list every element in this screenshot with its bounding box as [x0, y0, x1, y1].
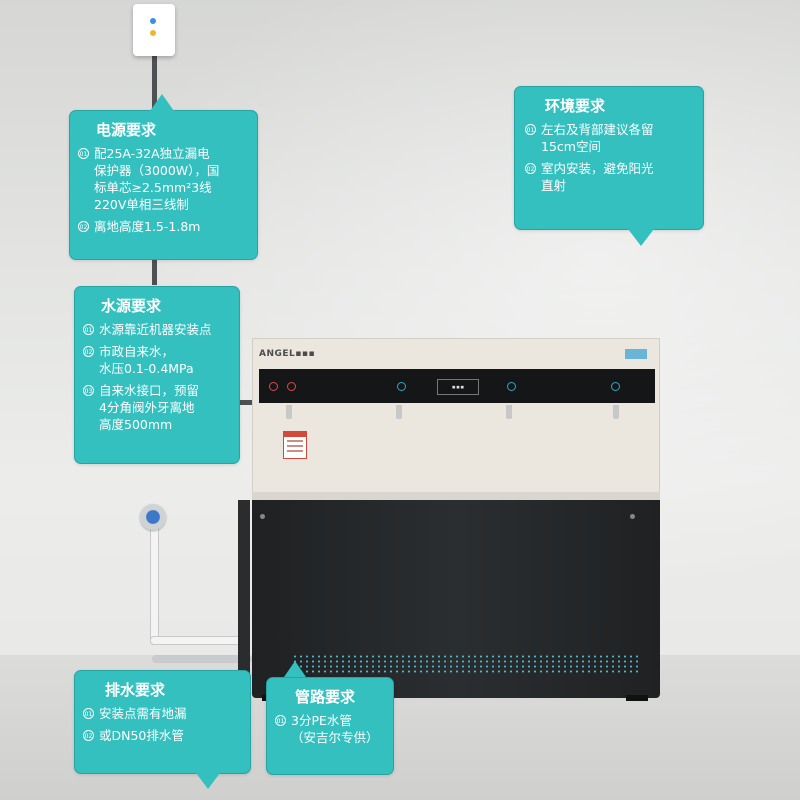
callout-title: 水源要求 — [101, 297, 162, 315]
drain-requirements-callout: 排水要求 01 安装点需有地漏 02 或DN50排水管 — [74, 670, 251, 774]
faucet — [286, 405, 292, 419]
control-panel: ▪▪▪ — [259, 369, 655, 403]
callout-item-text: 配25A-32A独立漏电 保护器（3000W），国 标单芯≥2.5mm²3线 2… — [94, 146, 220, 212]
hot-button[interactable] — [269, 382, 278, 391]
tap-button[interactable] — [611, 382, 620, 391]
callout-item-text: 水源靠近机器安装点 — [99, 322, 212, 337]
dispenser-body — [252, 500, 660, 698]
callout-item-text: 离地高度1.5-1.8m — [94, 219, 201, 234]
callout-item-text: 市政自来水， 水压0.1-0.4MPa — [99, 344, 194, 376]
callout-title: 管路要求 — [295, 688, 356, 706]
dispenser-top: ANGEL▪▪▪ ▪▪▪ — [252, 338, 660, 493]
callout-item: 02 或DN50排水管 — [83, 727, 244, 744]
dispenser-ledge — [252, 492, 660, 500]
environment-requirements-callout: 环境要求 01 左右及背部建议各留 15cm空间 02 室内安装，避免阳光 直射 — [514, 86, 704, 230]
callout-pointer — [196, 773, 220, 789]
angle-valve — [140, 504, 166, 530]
screw — [260, 514, 265, 519]
dispenser-foot — [626, 695, 648, 701]
model-badge — [625, 349, 647, 359]
callout-item: 01 3分PE水管 （安吉尔专供） — [275, 712, 387, 746]
callout-item: 02 离地高度1.5-1.8m — [78, 218, 251, 235]
callout-item-text: 室内安装，避免阳光 直射 — [541, 161, 654, 193]
water-pipe — [150, 525, 159, 645]
callout-pointer — [150, 94, 174, 111]
faucet — [613, 405, 619, 419]
callout-item: 01 左右及背部建议各留 15cm空间 — [525, 121, 697, 155]
lcd-display: ▪▪▪ — [437, 379, 479, 395]
callout-item: 01 配25A-32A独立漏电 保护器（3000W），国 标单芯≥2.5mm²3… — [78, 145, 251, 213]
tap-button[interactable] — [507, 382, 516, 391]
callout-title: 电源要求 — [96, 121, 157, 139]
bullet-icon: 02 — [83, 346, 94, 357]
vent-grille — [292, 654, 642, 674]
callout-item-text: 3分PE水管 （安吉尔专供） — [291, 713, 379, 745]
callout-title: 排水要求 — [105, 681, 166, 699]
callout-item: 03 自来水接口，预留 4分角阀外牙离地 高度500mm — [83, 382, 233, 433]
callout-item: 01 安装点需有地漏 — [83, 705, 244, 722]
callout-title: 环境要求 — [545, 97, 606, 115]
faucet — [396, 405, 402, 419]
hot-button[interactable] — [287, 382, 296, 391]
brand-logo: ANGEL▪▪▪ — [259, 349, 316, 359]
callout-pointer — [628, 229, 654, 246]
socket-blue-dot — [150, 18, 156, 24]
callout-item: 01 水源靠近机器安装点 — [83, 321, 233, 338]
callout-item: 02 室内安装，避免阳光 直射 — [525, 160, 697, 194]
water-pipe-horizontal — [150, 636, 250, 645]
water-requirements-callout: 水源要求 01 水源靠近机器安装点 02 市政自来水， 水压0.1-0.4MPa… — [74, 286, 240, 464]
callout-item-text: 或DN50排水管 — [99, 728, 184, 743]
drain-hose — [152, 655, 252, 663]
bullet-icon: 01 — [525, 124, 536, 135]
callout-pointer — [284, 661, 306, 677]
callout-item-text: 自来水接口，预留 4分角阀外牙离地 高度500mm — [99, 383, 200, 432]
power-cable-segment — [152, 255, 157, 285]
bullet-icon: 01 — [78, 148, 89, 159]
tap-button[interactable] — [397, 382, 406, 391]
power-requirements-callout: 电源要求 01 配25A-32A独立漏电 保护器（3000W），国 标单芯≥2.… — [69, 110, 258, 260]
bullet-icon: 02 — [83, 730, 94, 741]
wall-socket — [133, 4, 175, 56]
power-cable — [152, 55, 157, 115]
faucet — [506, 405, 512, 419]
pipe-requirements-callout: 管路要求 01 3分PE水管 （安吉尔专供） — [266, 677, 394, 775]
back-pipe — [238, 500, 250, 680]
callout-item: 02 市政自来水， 水压0.1-0.4MPa — [83, 343, 233, 377]
bullet-icon: 01 — [83, 324, 94, 335]
power-cable-segment — [232, 400, 256, 405]
socket-yellow-dot — [150, 30, 156, 36]
bullet-icon: 03 — [83, 385, 94, 396]
bullet-icon: 02 — [78, 221, 89, 232]
warning-label — [283, 431, 307, 459]
bullet-icon: 01 — [275, 715, 286, 726]
screw — [630, 514, 635, 519]
bullet-icon: 01 — [83, 708, 94, 719]
callout-item-text: 左右及背部建议各留 15cm空间 — [541, 122, 654, 154]
callout-item-text: 安装点需有地漏 — [99, 706, 187, 721]
bullet-icon: 02 — [525, 163, 536, 174]
